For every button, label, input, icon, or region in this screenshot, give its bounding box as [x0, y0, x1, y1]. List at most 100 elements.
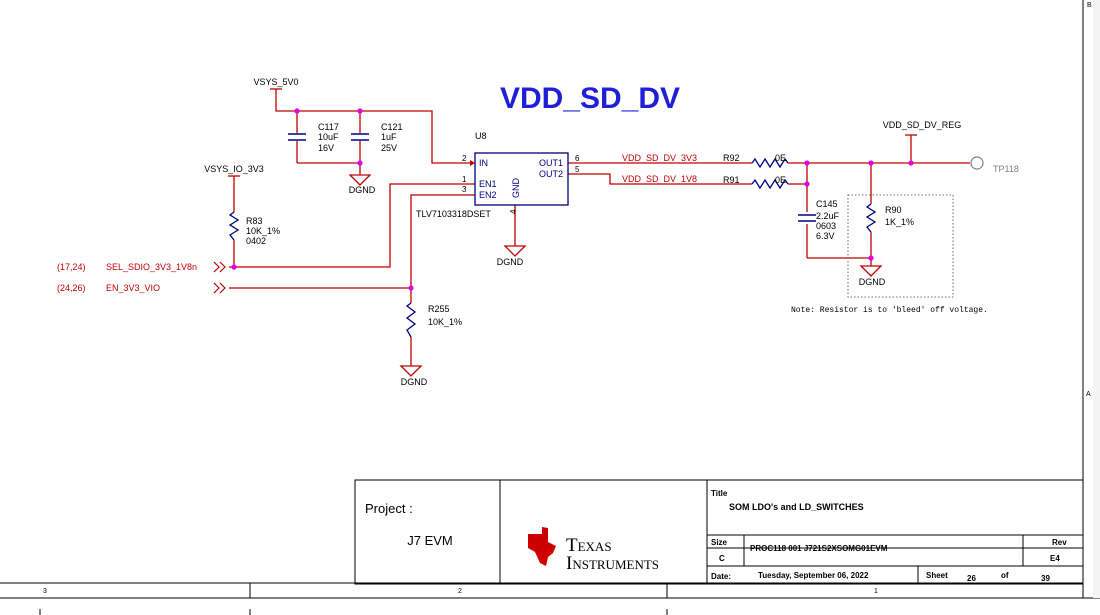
net-label-vdd-sd-dv-3v3: VDD_SD_DV_3V3 [622, 153, 697, 163]
vsys-io-3v3-label: VSYS_IO_3V3 [204, 164, 264, 174]
port-en-3v3-vio-label: EN_3V3_VIO [106, 283, 160, 293]
u8-pin-gnd: GND [511, 178, 521, 199]
u8-pin-num-out2: 5 [575, 165, 580, 174]
u8-pin-out1: OUT1 [539, 158, 563, 168]
port-en-3v3-vio[interactable]: (24,26) EN_3V3_VIO [57, 282, 226, 294]
r83-ref: R83 [246, 216, 263, 226]
r90-ref: R90 [885, 205, 902, 215]
zone-label-2: 2 [458, 588, 462, 595]
c145-package: 0603 [816, 221, 836, 231]
c145-value: 2.2uF [816, 211, 840, 221]
junction-dot [804, 160, 810, 166]
zone-label-b: B [1087, 2, 1092, 9]
vsys-io-3v3-power-symbol: VSYS_IO_3V3 [204, 164, 264, 177]
dgnd-label: DGND [349, 185, 376, 195]
net-label-vdd-sd-dv-1v8: VDD_SD_DV_1V8 [622, 174, 697, 184]
junction-dot [804, 181, 810, 187]
c145-voltage: 6.3V [816, 231, 835, 241]
junction-dot [408, 285, 414, 291]
r92-ref: R92 [723, 153, 740, 163]
rev-value: E4 [1050, 554, 1060, 563]
u8-pin-num-en2: 3 [462, 185, 467, 194]
u8-pin-in: IN [479, 158, 488, 168]
dgnd-symbol-u8: DGND [497, 245, 527, 267]
dgnd-symbol-r255: DGND [399, 365, 428, 387]
c117-value: 10uF [318, 132, 339, 142]
r255-value: 10K_1% [428, 317, 462, 327]
c145-ref: C145 [816, 199, 838, 209]
vdd-sd-dv-reg-label: VDD_SD_DV_REG [883, 120, 962, 130]
size-label: Size [711, 538, 728, 547]
u8-pin-en1: EN1 [479, 179, 497, 189]
resistor-r83: R83 10K_1% 0402 [228, 211, 280, 246]
c121-ref: C121 [381, 122, 403, 132]
u8-ref: U8 [475, 131, 487, 141]
of-label: of [1001, 571, 1009, 580]
u8-pin-out2: OUT2 [539, 169, 563, 179]
resistor-r255: R255 10K_1% [405, 302, 462, 338]
title-label: Title [711, 489, 728, 498]
zone-label-a: A [1086, 391, 1091, 398]
schematic-title: VDD_SD_DV [500, 82, 680, 115]
capacitor-c117: C117 10uF 16V [288, 122, 339, 153]
title-block [354, 479, 1084, 585]
capacitor-c121: C121 1uF 25V [351, 122, 403, 153]
capacitor-c145: C145 2.2uF 0603 6.3V [798, 199, 840, 241]
zone-label-3: 3 [43, 588, 47, 595]
logo-line-1: Texas [566, 535, 612, 556]
vsys-5v0-power-symbol: VSYS_5V0 [253, 77, 299, 90]
regulator-u8: U8 TLV7103318DSET IN EN1 EN2 OUT1 OUT2 G… [416, 131, 580, 219]
sheet-total: 39 [1041, 574, 1050, 583]
logo-line-2: Instruments [566, 553, 659, 574]
dgnd-label: DGND [497, 257, 524, 267]
port-sel-sdio[interactable]: (17,24) SEL_SDIO_3V3_1V8n [57, 261, 226, 273]
junction-dot [908, 160, 914, 166]
dgnd-label: DGND [401, 377, 428, 387]
port-en-3v3-vio-ref: (24,26) [57, 283, 86, 293]
dgnd-symbol-r90: DGND [859, 265, 886, 287]
date-label: Date: [711, 572, 731, 581]
texas-instruments-logo: Texas Instruments [528, 527, 659, 574]
u8-pin-num-gnd: 4 [509, 209, 518, 214]
vsys-5v0-label: VSYS_5V0 [253, 77, 298, 87]
c117-ref: C117 [318, 122, 339, 132]
r255-ref: R255 [428, 304, 450, 314]
bleed-note: Note: Resistor is to 'bleed' off voltage… [791, 306, 988, 315]
r91-ref: R91 [723, 175, 740, 185]
u8-pin-num-en1: 1 [462, 175, 467, 184]
document-number: PROC118 001 J721S2XSOMG01EVM [750, 544, 888, 553]
c121-value: 1uF [381, 132, 397, 142]
junction-dot [231, 264, 237, 270]
test-point-tp118[interactable]: TP118 [970, 156, 1019, 174]
u8-pin-num-out1: 6 [575, 154, 580, 163]
r90-value: 1K_1% [885, 217, 914, 227]
wires [229, 89, 970, 366]
sheet-label: Sheet [926, 571, 948, 580]
sheet-number: 26 [967, 574, 976, 583]
dgnd-symbol-c121: DGND [348, 174, 376, 195]
port-sel-sdio-ref: (17,24) [57, 262, 86, 272]
tp118-ref: TP118 [993, 164, 1019, 174]
project-name: J7 EVM [407, 533, 453, 548]
junctions [231, 108, 914, 291]
junction-dot [357, 160, 363, 166]
resistor-r90: R90 1K_1% [865, 203, 914, 233]
u8-part: TLV7103318DSET [416, 209, 491, 219]
vdd-sd-dv-reg-power-symbol: VDD_SD_DV_REG [883, 120, 962, 136]
junction-dot [868, 160, 874, 166]
size-value: C [719, 554, 725, 563]
junction-dot [357, 108, 363, 114]
project-label: Project : [365, 501, 413, 516]
rev-label: Rev [1052, 538, 1067, 547]
zone-label-1: 1 [874, 588, 878, 595]
bleed-resistor-box [847, 194, 954, 298]
resistor-r92: R92 0E [723, 153, 789, 169]
ti-state-icon [528, 527, 556, 566]
dgnd-label: DGND [859, 277, 886, 287]
vertical-scrollbar[interactable] [1093, 0, 1100, 598]
r91-value: 0E [775, 175, 786, 185]
r83-package: 0402 [246, 236, 266, 246]
title-value: SOM LDO's and LD_SWITCHES [729, 502, 864, 512]
u8-pin-en2: EN2 [479, 190, 497, 200]
